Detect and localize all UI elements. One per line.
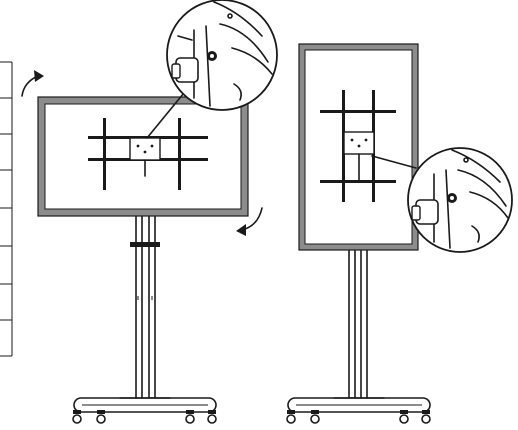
arrow-head-icon <box>236 224 246 236</box>
detail-magnifier <box>166 0 278 111</box>
caster-wheel <box>286 410 431 424</box>
arrow-head-icon <box>34 70 44 82</box>
detail-magnifier <box>407 147 513 253</box>
stand-base <box>73 397 217 413</box>
stand-base <box>287 397 431 413</box>
mounting-bracket <box>88 118 208 190</box>
portrait-stand <box>286 43 513 424</box>
left-edge-table <box>0 61 13 357</box>
landscape-stand <box>21 0 278 424</box>
mounting-bracket <box>320 90 396 202</box>
caster-wheel <box>72 410 217 424</box>
